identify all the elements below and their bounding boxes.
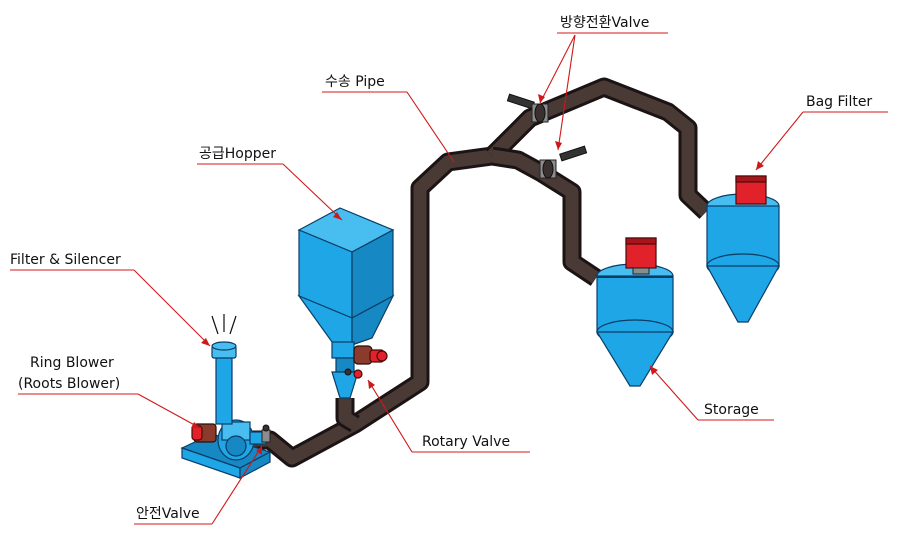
label-ring-blower: Ring Blower <box>30 355 114 371</box>
label-safety-valve: 안전Valve <box>136 506 200 522</box>
label-transport-pipe: 수송 Pipe <box>325 74 385 90</box>
bag-filter <box>705 175 781 323</box>
divert-valve-upper <box>506 93 549 123</box>
divert-valve-lower <box>539 145 588 179</box>
supply-hopper <box>297 207 395 399</box>
safety-valve <box>261 424 271 443</box>
rotary-valve <box>344 345 388 379</box>
label-filter-silencer: Filter & Silencer <box>10 252 121 268</box>
ring-blower-assembly <box>180 314 272 479</box>
label-rotary-valve: Rotary Valve <box>422 434 510 450</box>
transport-pipe <box>252 77 713 468</box>
label-storage: Storage <box>704 402 759 418</box>
label-divert-valve: 방향전환Valve <box>560 15 649 31</box>
label-supply-hopper: 공급Hopper <box>199 146 276 162</box>
label-roots-blower: (Roots Blower) <box>18 376 120 392</box>
label-bag-filter: Bag Filter <box>806 94 872 110</box>
leader-lines <box>10 32 888 525</box>
storage-silo <box>595 237 675 387</box>
